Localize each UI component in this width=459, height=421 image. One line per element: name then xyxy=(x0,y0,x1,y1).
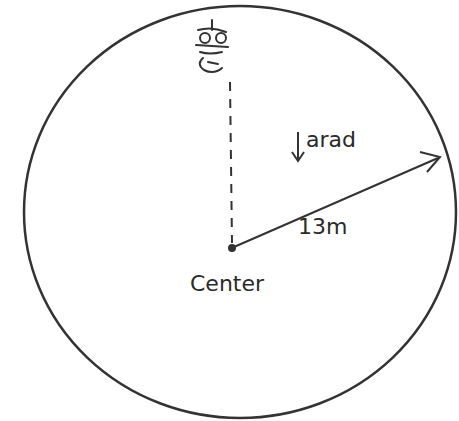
accel-arrow-head xyxy=(292,152,304,161)
center-dot xyxy=(228,244,236,252)
radius-label: 13m xyxy=(298,215,347,239)
accel-label: arad xyxy=(306,128,356,152)
wheel-circle xyxy=(24,6,456,418)
radius-arrow xyxy=(234,158,438,247)
dashed-radius xyxy=(230,82,232,243)
accel-arrow xyxy=(297,132,299,160)
rider-figure xyxy=(196,20,228,72)
center-label: Center xyxy=(190,272,264,296)
arrow-head xyxy=(420,152,440,172)
